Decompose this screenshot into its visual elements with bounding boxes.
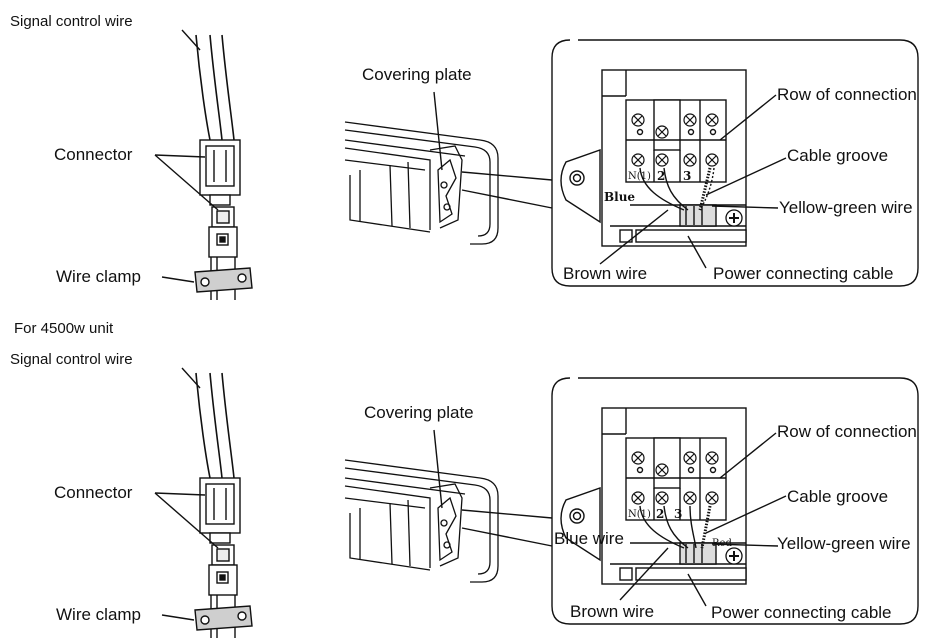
bottom-row-of-connection-label: Row of connection xyxy=(777,422,917,441)
bottom-red-label: Red xyxy=(712,538,732,549)
top-connector-label: Connector xyxy=(54,145,133,164)
top-diagram xyxy=(154,29,919,301)
bottom-blue-wire-label: Blue wire xyxy=(554,529,624,548)
top-brown-wire-label: Brown wire xyxy=(563,264,648,283)
bottom-terminal-3-label: 3 xyxy=(674,507,683,521)
bottom-power-connecting-cable-label: Power connecting cable xyxy=(711,603,892,622)
top-blue-label: Blue xyxy=(604,190,636,204)
bottom-cable-groove-label: Cable groove xyxy=(787,487,889,506)
bottom-diagram xyxy=(154,367,919,639)
bottom-terminal-n1-label: N(1) xyxy=(628,509,651,520)
top-signal-control-wire-label: Signal control wire xyxy=(10,13,133,30)
top-terminal-n1-label: N(1) xyxy=(628,171,651,182)
top-yellow-green-wire-label: Yellow-green wire xyxy=(779,198,913,217)
top-cable-groove-label: Cable groove xyxy=(787,146,889,165)
bottom-brown-wire-label: Brown wire xyxy=(570,602,655,621)
top-wire-clamp-label: Wire clamp xyxy=(56,267,142,286)
bottom-terminal-2-label: 2 xyxy=(656,507,665,521)
top-terminal-2-label: 2 xyxy=(657,169,666,183)
top-terminal-3-label: 3 xyxy=(683,169,692,183)
bottom-yellow-green-wire-label: Yellow-green wire xyxy=(777,534,911,553)
bottom-connector-label: Connector xyxy=(54,483,133,502)
bottom-covering-plate-label: Covering plate xyxy=(364,403,474,422)
top-covering-plate-label: Covering plate xyxy=(362,65,472,84)
top-row-of-connection-label: Row of connection xyxy=(777,85,917,104)
bottom-signal-control-wire-label: Signal control wire xyxy=(10,351,133,368)
section-label-4500w: For 4500w unit xyxy=(14,320,114,337)
top-power-connecting-cable-label: Power connecting cable xyxy=(713,264,894,283)
bottom-wire-clamp-label: Wire clamp xyxy=(56,605,142,624)
